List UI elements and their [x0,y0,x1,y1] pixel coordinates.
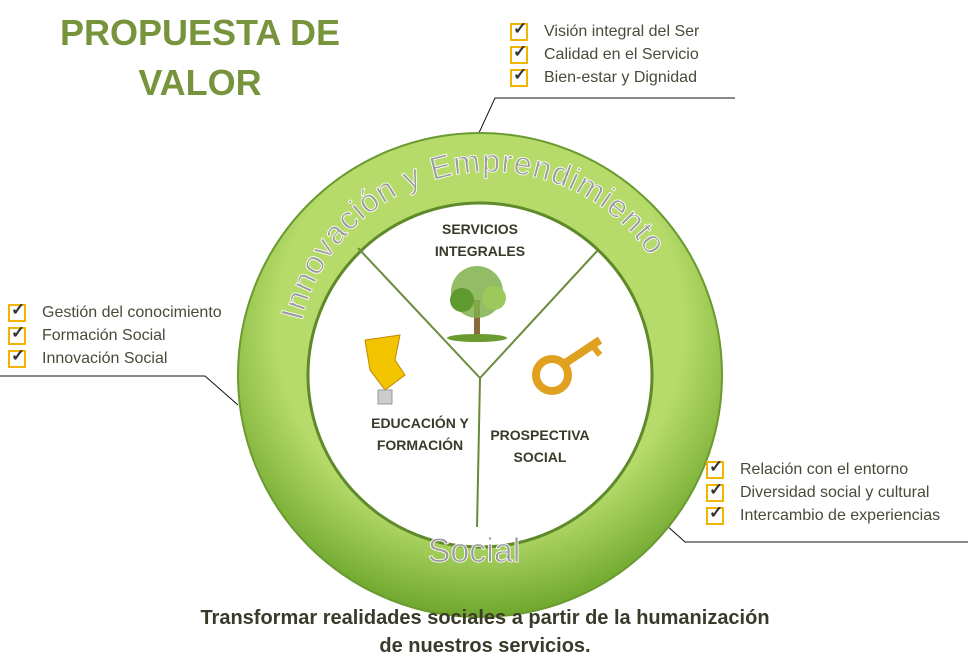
checkbox-icon [510,42,528,64]
segment-educacion-formacion: EDUCACIÓN Y FORMACIÓN [371,415,469,453]
list-item: Diversidad social y cultural [706,480,940,504]
divider-lines [357,247,599,528]
footer-statement: Transformar realidades sociales a partir… [200,607,770,657]
checkbox-icon [706,503,724,525]
list-right: Relación con el entorno Diversidad socia… [706,457,940,527]
checkbox-icon [8,346,26,368]
ring-bottom-label: Social [428,532,521,570]
list-item: Calidad en el Servicio [510,42,699,66]
inner-circle [306,201,654,549]
list-left: Gestión del conocimiento Formación Socia… [8,300,222,370]
checkbox-icon [510,19,528,41]
checkbox-icon [510,65,528,87]
segment-servicios-integrales: SERVICIOS INTEGRALES [434,221,526,259]
list-top: Visión integral del Ser Calidad en el Se… [510,19,699,89]
lightbulb-icon [364,334,406,405]
page-title: PROPUESTA DE VALOR [59,12,341,103]
checkbox-icon [8,323,26,345]
tree-icon [447,266,507,342]
list-item: Visión integral del Ser [510,19,699,43]
list-item: Bien-estar y Dignidad [510,65,699,89]
key-icon [532,336,603,395]
list-item: Gestión del conocimiento [8,300,222,324]
checkbox-icon [8,300,26,322]
checkbox-icon [706,457,724,479]
checkbox-icon [706,480,724,502]
segment-prospectiva-social: PROSPECTIVA SOCIAL [490,427,590,465]
list-item: Relación con el entorno [706,457,940,481]
list-item: Intercambio de experiencias [706,503,940,527]
list-item: Formación Social [8,323,222,347]
list-item: Innovación Social [8,346,222,370]
